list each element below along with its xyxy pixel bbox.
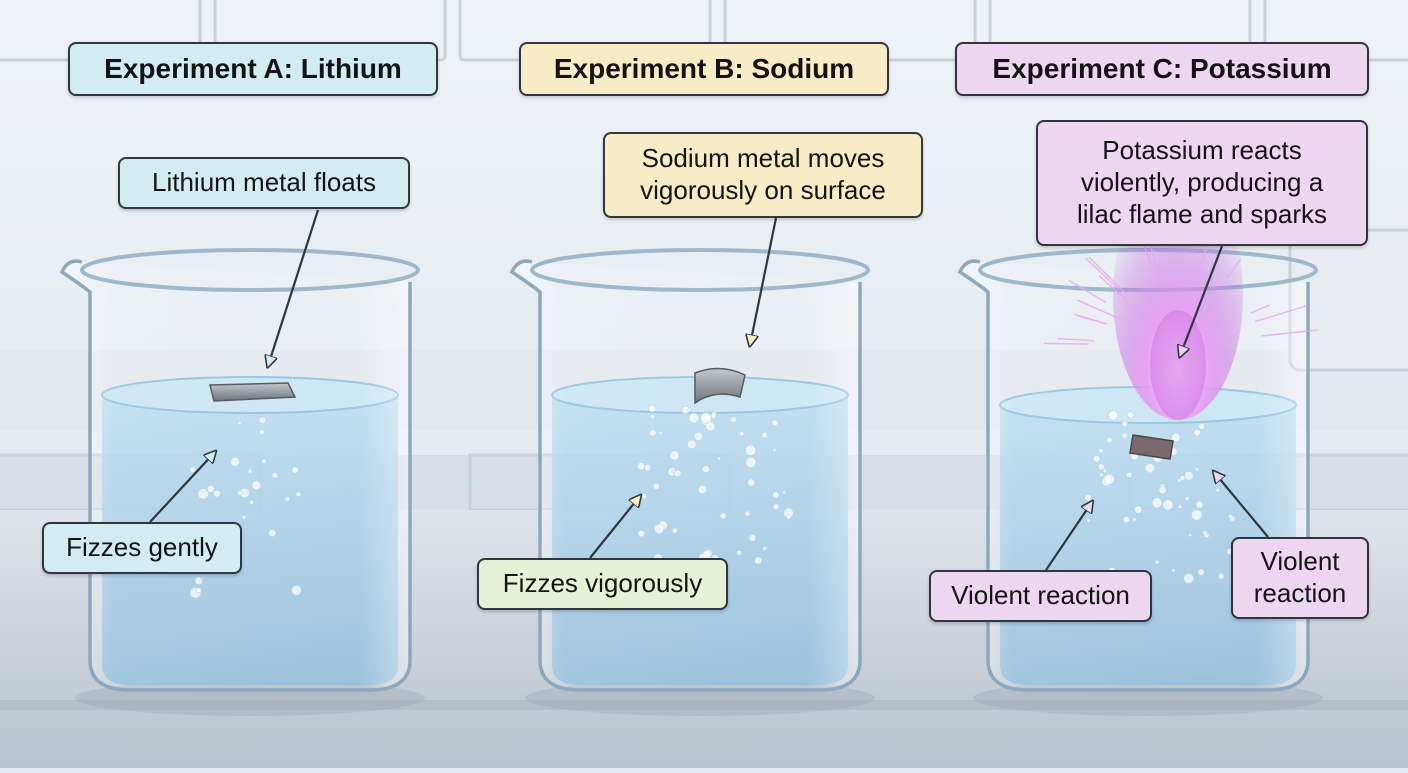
glass-b [509, 259, 862, 692]
arrow-violent-right [1214, 472, 1269, 538]
arrow-fizzes-vigorously [589, 496, 640, 559]
title-experiment-c: Experiment C: Potassium [955, 42, 1369, 96]
potassium-piece [1129, 434, 1174, 460]
title-experiment-b: Experiment B: Sodium [519, 42, 889, 96]
beaker-b [509, 248, 875, 716]
callout-fizzes-gently: Fizzes gently [42, 522, 242, 574]
beaker-a [59, 248, 425, 716]
callout-violent-reaction-left: Violent reaction [929, 570, 1152, 622]
arrow-sodium-moves [750, 217, 778, 345]
lithium-piece [209, 382, 297, 402]
arrow-lithium-floats [268, 209, 320, 366]
callout-violent-reaction-right: Violent reaction [1231, 537, 1369, 619]
callout-sodium-moves: Sodium metal moves vigorously on surface [603, 132, 923, 218]
arrow-violent-left [1045, 502, 1092, 571]
sodium-piece [694, 367, 746, 405]
glass-a [59, 259, 412, 692]
rim-a [80, 248, 420, 292]
rim-b [530, 248, 870, 292]
callout-potassium-reacts: Potassium reacts violently, producing a … [1036, 120, 1368, 246]
callout-fizzes-vigorously: Fizzes vigorously [477, 558, 728, 610]
arrow-fizzes-gently [149, 452, 215, 523]
callout-lithium-floats: Lithium metal floats [118, 157, 410, 209]
arrow-potassium-reacts [1180, 245, 1224, 356]
title-experiment-a: Experiment A: Lithium [68, 42, 438, 96]
